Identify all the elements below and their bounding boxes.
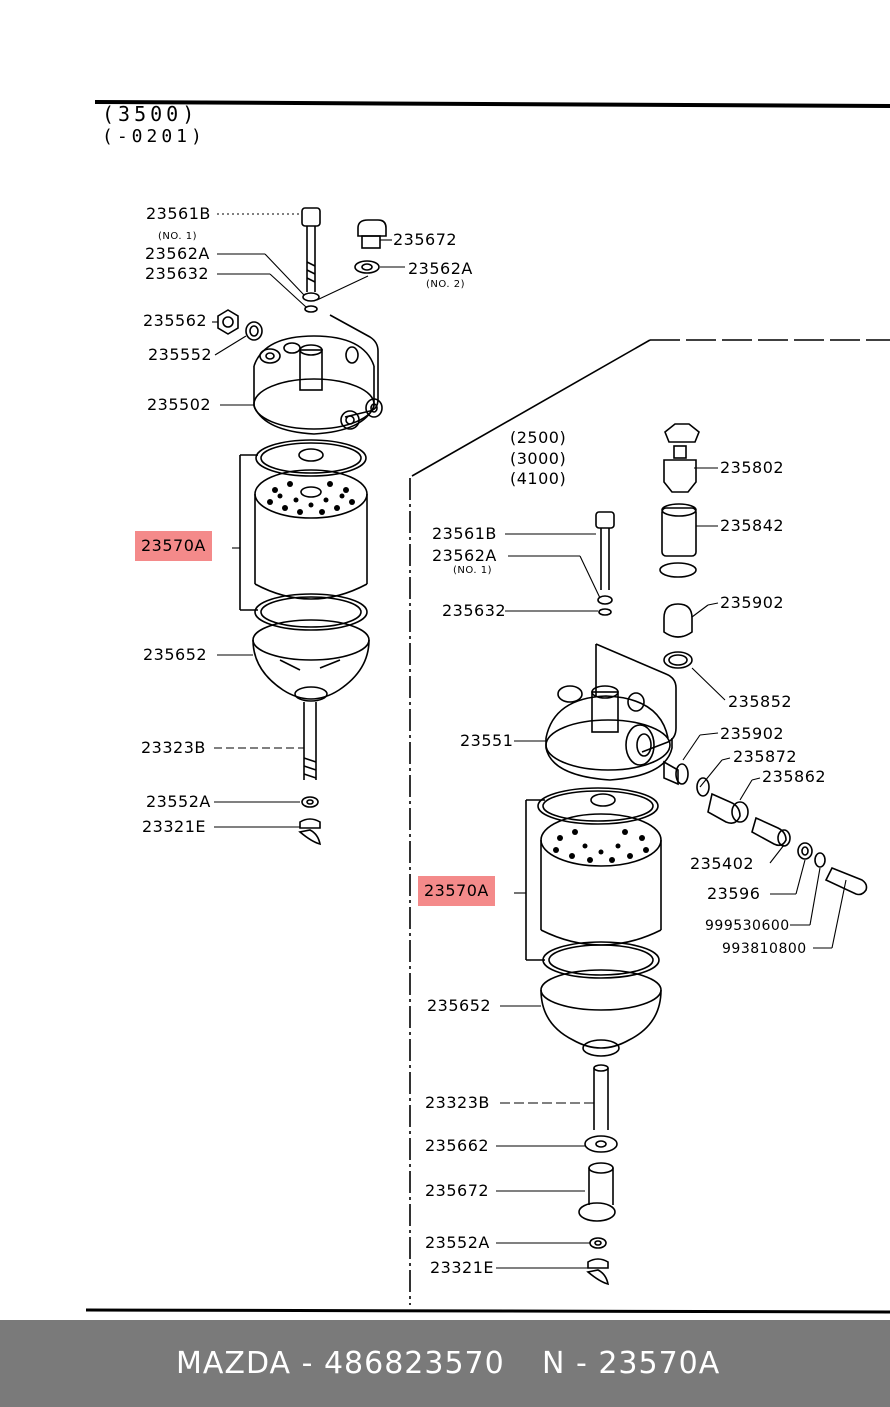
left-filter-bowl <box>252 593 370 702</box>
right-valve-knob <box>663 423 700 493</box>
label-right-model-3: (4100) <box>510 469 567 488</box>
label-right-23323B: 23323B <box>425 1093 490 1112</box>
label-right-23551: 23551 <box>460 731 514 750</box>
label-right-235672: 235672 <box>425 1181 490 1200</box>
right-filter-element <box>537 787 662 946</box>
left-stud <box>303 702 317 780</box>
label-right-model-2: (3000) <box>510 449 567 468</box>
section-divider-diagonal <box>411 339 651 477</box>
footer-bar: MAZDA - 486823570 N - 23570A <box>0 1320 890 1407</box>
label-right-235862: 235862 <box>762 767 827 786</box>
label-right-23596: 23596 <box>707 884 761 903</box>
right-drain-plug <box>578 1162 616 1222</box>
label-left-235632: 235632 <box>145 264 210 283</box>
label-right-235632: 235632 <box>442 601 507 620</box>
label-right-235852: 235852 <box>728 692 793 711</box>
label-right-235902: 235902 <box>720 593 785 612</box>
left-bolt <box>301 207 321 292</box>
label-left-235502: 235502 <box>147 395 212 414</box>
top-border-line <box>94 100 890 108</box>
bottom-border-line <box>85 1308 890 1314</box>
label-right-999530600: 999530600 <box>705 918 790 934</box>
label-right-23562A: 23562A <box>432 546 497 565</box>
label-right-23552A: 23552A <box>425 1233 490 1252</box>
right-filter-bowl <box>540 941 662 1057</box>
footer-reference-code: N - 23570A <box>542 1346 721 1381</box>
label-left-235562: 235562 <box>143 311 208 330</box>
left-filter-element <box>254 439 368 600</box>
label-left-23562A-b: 23562A <box>408 259 473 278</box>
label-right-no1: (NO. 1) <box>453 565 492 576</box>
serial-range: (-0201) <box>102 126 206 147</box>
label-right-235652: 235652 <box>427 996 492 1015</box>
exploded-parts-diagram <box>85 100 890 1314</box>
label-left-23323B: 23323B <box>141 738 206 757</box>
label-right-235842: 235842 <box>720 516 785 535</box>
label-left-23570A-highlighted: 23570A <box>135 531 212 561</box>
label-left-235652: 235652 <box>143 645 208 664</box>
label-right-235872: 235872 <box>733 747 798 766</box>
label-left-23321E: 23321E <box>142 817 207 836</box>
label-right-235662: 235662 <box>425 1136 490 1155</box>
left-filter-head <box>253 314 383 435</box>
label-right-235902-b: 235902 <box>720 724 785 743</box>
right-filter-head <box>545 643 677 781</box>
label-right-235402: 235402 <box>690 854 755 873</box>
label-left-23561B: 23561B <box>146 204 211 223</box>
label-right-993810800: 993810800 <box>722 941 807 957</box>
label-right-235802: 235802 <box>720 458 785 477</box>
label-left-no2: (NO. 2) <box>426 279 465 290</box>
label-left-235552: 235552 <box>148 345 213 364</box>
label-right-23321E: 23321E <box>430 1258 495 1277</box>
label-right-23561B: 23561B <box>432 524 497 543</box>
model-code: (3500) <box>102 102 199 126</box>
label-right-23570A-highlighted: 23570A <box>418 876 495 906</box>
label-left-23562A: 23562A <box>145 244 210 263</box>
label-left-no1: (NO. 1) <box>158 231 197 242</box>
label-left-235672: 235672 <box>393 230 458 249</box>
footer-brand-part-number: MAZDA - 486823570 <box>176 1346 505 1381</box>
left-plug <box>357 219 387 249</box>
label-left-23552A: 23552A <box>146 792 211 811</box>
label-right-model-1: (2500) <box>510 428 567 447</box>
